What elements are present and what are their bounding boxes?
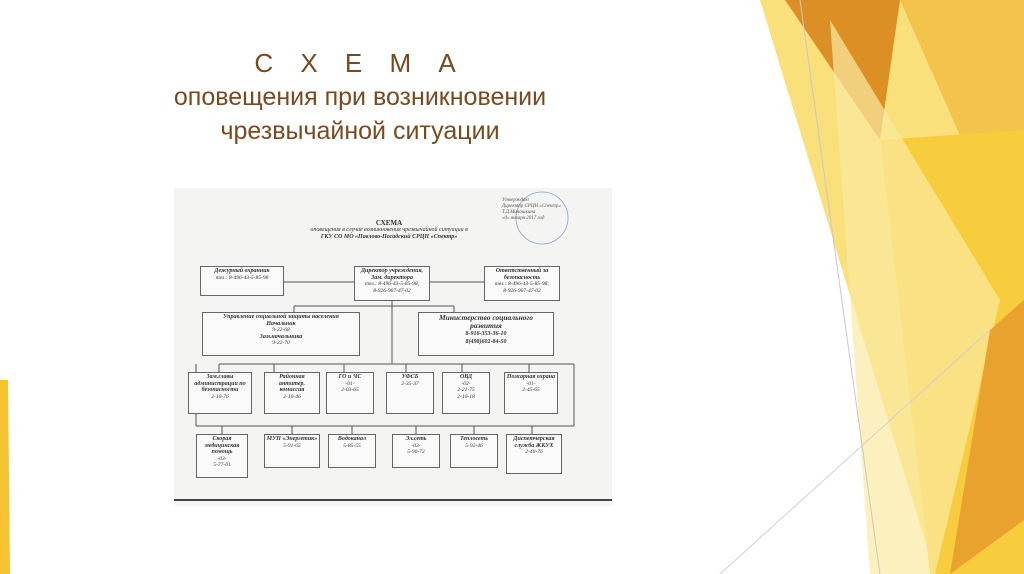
stamp-line-4: «0» января 2017 год bbox=[502, 216, 545, 221]
deco-shape-gold bbox=[785, 0, 1024, 280]
scanned-scheme-document: Утверждаю Директор СРЦН «Спектр» Т.Д.Мин… bbox=[174, 188, 612, 506]
box-ambulance: Скорая медицинская помощь -03- 5-77-01 bbox=[196, 434, 248, 478]
title-line-3: чрезвычайной ситуации bbox=[220, 117, 500, 145]
approval-stamp: Утверждаю Директор СРЦН «Спектр» Т.Д.Мин… bbox=[502, 198, 572, 222]
box-police: ОВД -02- 2-21-75 2-10-18 bbox=[442, 372, 490, 414]
stamp-line-3: Т.Д.Минашкина bbox=[502, 210, 536, 215]
stamp-line-2: Директор СРЦН «Спектр» bbox=[502, 204, 561, 209]
box-dispatch-zhkuh: Диспетчерская служба ЖКУХ 2-40-76 bbox=[506, 434, 562, 474]
box-power-grid: Эл.сеть -03- 5-90-72 bbox=[392, 434, 440, 468]
document-subheading-2: ГКУ СО МО «Павлово-Посадский СРЦН «Спект… bbox=[320, 234, 458, 240]
title-line-2: оповещения при возникновении bbox=[173, 83, 547, 111]
slide-title: С Х Е М А оповещения при возникновении ч… bbox=[120, 46, 600, 148]
box-duty-guard: Дежурный охранник тел.: 8-496-43-5-85-98 bbox=[200, 266, 284, 296]
box-ministry-social-development: Министерство социального развития 8-916-… bbox=[418, 312, 554, 356]
box-deputy-head-security: Зам.главы администрации по безопасности … bbox=[188, 372, 252, 414]
deco-left-strip bbox=[0, 380, 10, 574]
deco-shape-dark bbox=[950, 300, 1024, 574]
box-fsb: УФСБ 2-35-37 bbox=[386, 372, 434, 414]
box-director: Директор учреждения, Зам. директора тел.… bbox=[354, 266, 430, 301]
deco-shape-pale bbox=[830, 20, 1000, 574]
box-heating: Теплосеть 5-92-46 bbox=[450, 434, 498, 468]
document-heading: СХЕМА оповещения в случае возникновения … bbox=[264, 220, 514, 241]
scheme-connectors bbox=[174, 191, 612, 501]
box-civil-defense: ГО и ЧС -01- 2-03-65 bbox=[326, 372, 374, 414]
document-subheading-1: оповещения в случае возникновения чрезвы… bbox=[310, 227, 468, 233]
stamp-line-1: Утверждаю bbox=[502, 198, 529, 203]
box-energetik: МУП «Энергетик» 5-91-65 bbox=[264, 434, 320, 468]
stamp-seal bbox=[515, 191, 569, 245]
title-line-1: С Х Е М А bbox=[254, 48, 466, 78]
box-security-officer: Ответственный за безопасность тел.: 8-49… bbox=[484, 266, 560, 301]
box-fire-department: Пожарная охрана -01- 2-45-65 bbox=[504, 372, 558, 414]
box-antiterror-commission: Районная антитер. комиссия 2-10-46 bbox=[264, 372, 320, 414]
document-heading-title: СХЕМА bbox=[375, 219, 403, 227]
box-vodokanal: Водоканал 5-85-55 bbox=[328, 434, 376, 468]
box-social-protection: Управление социальной защиты населения Н… bbox=[202, 312, 360, 356]
